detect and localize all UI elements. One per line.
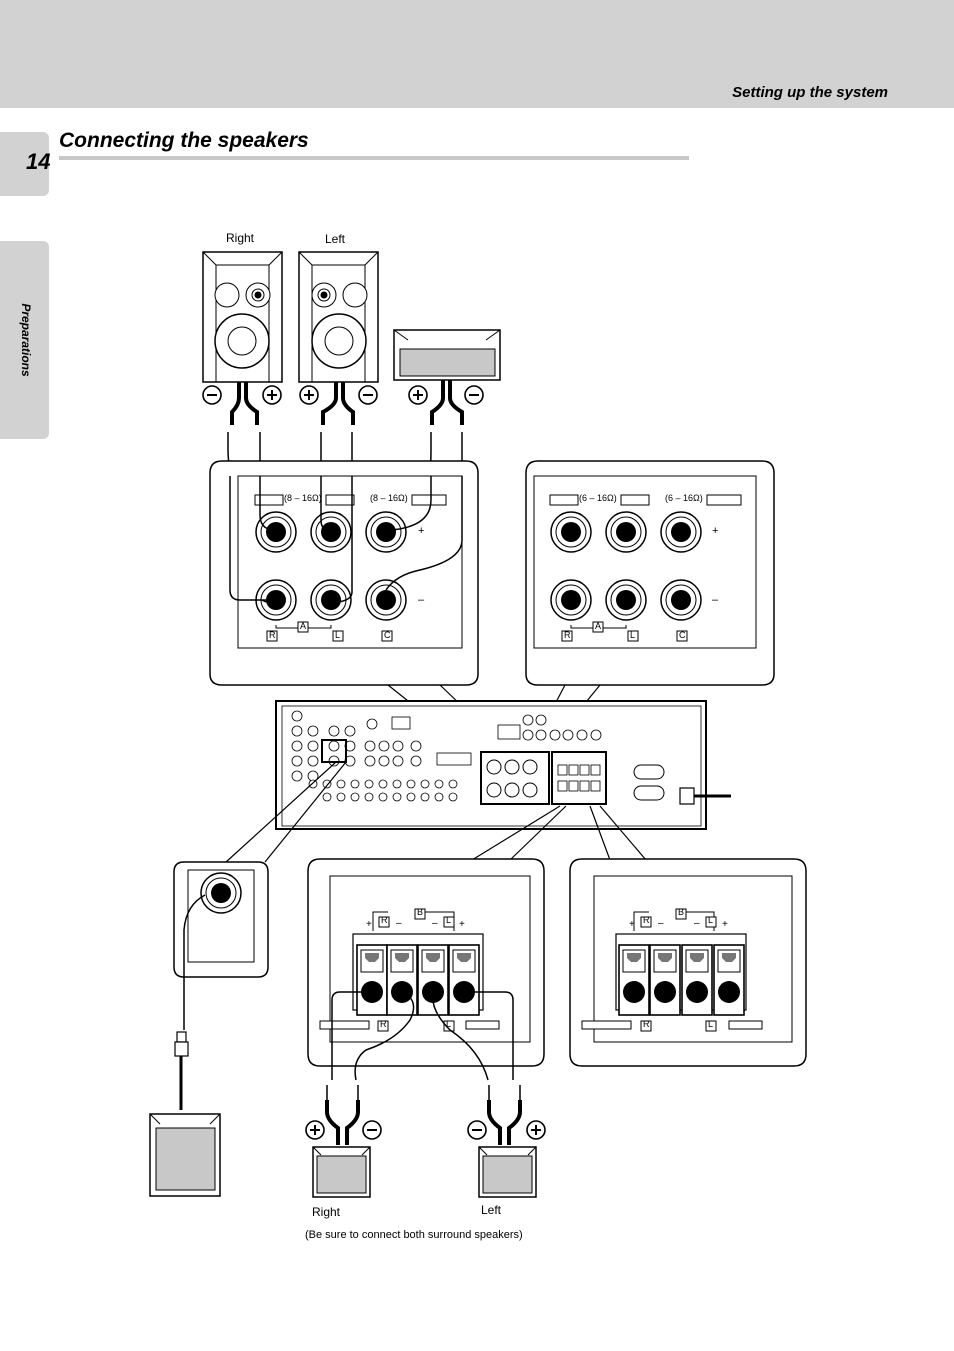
terminal-r: R xyxy=(643,915,650,925)
front-left-speaker xyxy=(298,251,379,383)
terminal-a: A xyxy=(300,621,307,631)
surround-right-speaker xyxy=(312,1146,371,1198)
impedance-label: (6 – 16Ω) xyxy=(665,493,703,503)
surround-left-label: Left xyxy=(481,1203,502,1217)
terminal-c: C xyxy=(679,630,686,640)
subwoofer xyxy=(149,1113,221,1197)
front-right-label: Right xyxy=(226,231,255,245)
surround-note: (Be sure to connect both surround speake… xyxy=(305,1229,523,1241)
front-terminals-callout xyxy=(525,460,775,686)
terminal-r: R xyxy=(381,915,388,925)
section-title: Setting up the system xyxy=(732,84,888,101)
surround-left-speaker xyxy=(478,1146,537,1198)
top-banner xyxy=(0,0,954,108)
terminal-a: A xyxy=(595,621,602,631)
plus-sign: + xyxy=(722,919,728,930)
surround-terminals-callout-connected xyxy=(307,858,545,1067)
terminal-r: R xyxy=(643,1019,650,1029)
surround-speaker-cables xyxy=(325,1100,522,1145)
plus-sign: + xyxy=(459,919,465,930)
front-terminals-callout-connected xyxy=(209,460,479,686)
impedance-label: (6 – 16Ω) xyxy=(579,493,617,503)
heading-rule xyxy=(59,156,689,160)
terminal-l: L xyxy=(446,915,452,925)
minus-sign: – xyxy=(658,918,664,929)
terminal-r: R xyxy=(380,1019,387,1029)
page-heading: Connecting the speakers xyxy=(59,129,309,152)
subwoofer-output-callout xyxy=(173,861,269,1110)
front-right-speaker xyxy=(202,251,283,383)
minus-sign: – xyxy=(418,594,425,606)
front-left-label: Left xyxy=(325,232,346,246)
plus-sign: + xyxy=(418,525,425,537)
terminal-l: L xyxy=(630,630,636,640)
terminal-l: L xyxy=(708,1019,714,1029)
terminal-l: L xyxy=(446,1019,452,1029)
receiver-rear-panel xyxy=(275,700,731,830)
terminal-l: L xyxy=(708,915,714,925)
side-tab xyxy=(0,241,49,439)
plus-sign: + xyxy=(712,525,719,537)
minus-sign: – xyxy=(712,594,719,606)
surround-terminals-callout xyxy=(569,858,807,1067)
plus-sign: + xyxy=(366,919,372,930)
terminal-b: B xyxy=(678,907,685,917)
minus-sign: – xyxy=(694,918,700,929)
page-number-tab xyxy=(0,132,49,196)
page-number: 14 xyxy=(26,149,51,174)
impedance-label: (8 – 16Ω) xyxy=(370,493,408,503)
terminal-r: R xyxy=(564,630,571,640)
center-speaker xyxy=(393,329,501,381)
minus-sign: – xyxy=(396,918,402,929)
front-speaker-cables xyxy=(230,380,464,425)
impedance-label: (8 – 16Ω) xyxy=(284,493,322,503)
terminal-b: B xyxy=(417,907,424,917)
terminal-l: L xyxy=(335,630,341,640)
surround-right-label: Right xyxy=(312,1205,341,1219)
terminal-r: R xyxy=(269,630,276,640)
minus-sign: – xyxy=(432,918,438,929)
plus-sign: + xyxy=(629,919,635,930)
terminal-c: C xyxy=(384,630,391,640)
